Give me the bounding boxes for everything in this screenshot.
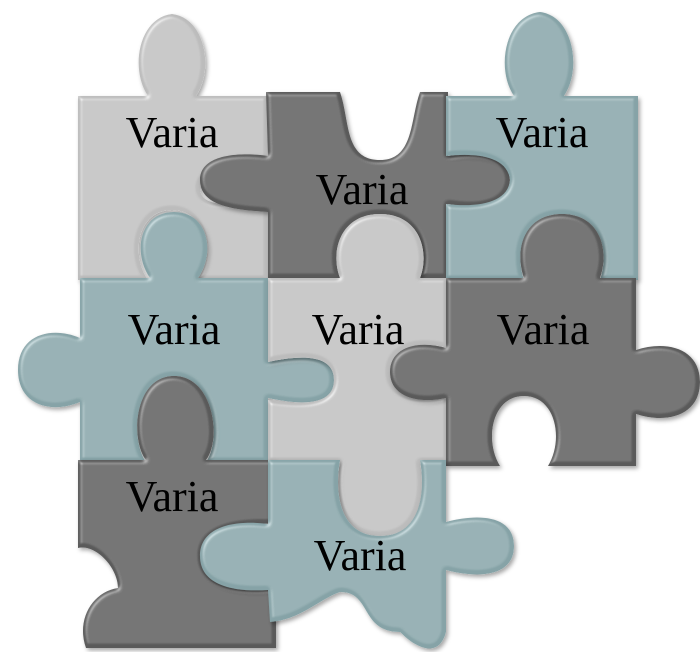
piece-shape (78, 376, 276, 648)
piece-label: Varia (126, 472, 219, 521)
piece-label: Varia (126, 108, 219, 157)
piece-label: Varia (496, 108, 589, 157)
piece-shape (78, 14, 268, 280)
piece-bottom-center: Varia (200, 460, 514, 649)
piece-middle-left: Varia (18, 212, 334, 462)
piece-label: Varia (497, 305, 590, 354)
piece-top-right: Varia (446, 12, 638, 280)
piece-label: Varia (316, 165, 409, 214)
piece-top-center: Varia (200, 92, 510, 278)
piece-middle-right: Varia (390, 214, 700, 466)
piece-shape (200, 460, 514, 649)
piece-shape (18, 212, 334, 462)
piece-label: Varia (314, 531, 407, 580)
piece-shape (268, 214, 448, 536)
piece-label: Varia (128, 305, 221, 354)
piece-middle-center: Varia (268, 214, 448, 536)
piece-bottom-left: Varia (78, 376, 276, 648)
piece-shape (446, 12, 638, 280)
piece-label: Varia (312, 305, 405, 354)
piece-shape (200, 92, 510, 278)
piece-top-left: Varia (78, 14, 268, 280)
piece-shape (390, 214, 700, 466)
